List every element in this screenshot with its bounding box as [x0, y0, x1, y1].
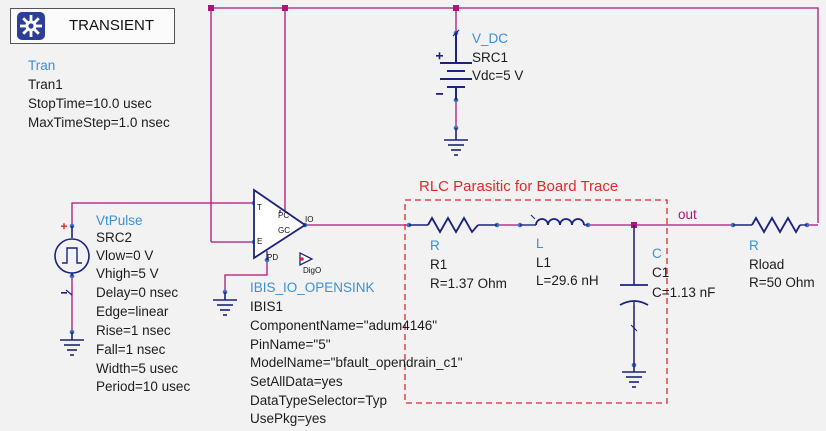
resistor-r1: [409, 216, 497, 234]
vtpulse-type: VtPulse: [96, 213, 143, 228]
junction-dot: [453, 5, 459, 11]
vtpulse-vhigh: Vhigh=5 V: [96, 266, 159, 281]
c1-instance: C1: [652, 265, 670, 280]
transient-instance: Tran1: [28, 77, 63, 92]
transient-title: TRANSIENT: [69, 17, 155, 34]
ibis-model: ModelName="bfault_opendrain_c1": [250, 355, 463, 370]
c1-value: C=1.13 nF: [652, 285, 716, 300]
transient-type: Tran: [28, 58, 56, 73]
l1-instance: L1: [536, 255, 552, 270]
ibis-setall: SetAllData=yes: [250, 374, 343, 389]
battery-icon: [440, 29, 472, 100]
ibis-pin-e: E: [257, 237, 263, 246]
vtpulse-period: Period=10 usec: [96, 379, 191, 394]
junction-dot: [208, 5, 214, 11]
ibis-pin-io: IO: [305, 215, 314, 224]
capacitor-c1: [619, 225, 649, 365]
ibis-usepkg: UsePkg=yes: [250, 411, 327, 426]
vtpulse-instance: SRC2: [96, 230, 133, 245]
rload-value: R=50 Ohm: [749, 275, 815, 290]
digo-label: DigO: [303, 266, 322, 275]
ibis-pin-t: T: [257, 203, 262, 212]
ibis-pin-gc: GC: [278, 226, 290, 235]
ground-icon: [213, 292, 237, 316]
pulse-source-icon: [54, 226, 90, 296]
ibis-pinname: PinName="5": [250, 337, 331, 352]
ibis-type: IBIS_IO_OPENSINK: [250, 280, 375, 295]
inductor-l1: [520, 214, 588, 226]
ibis-component: ComponentName="adum4146": [250, 318, 438, 333]
digo-icon: [299, 251, 314, 267]
ground-icon: [60, 332, 84, 356]
wire-pulse-to-t: [71, 202, 254, 226]
pin-dots: [69, 30, 810, 368]
vdc-value: Vdc=5 V: [472, 68, 524, 83]
rload-instance: Rload: [749, 257, 785, 272]
ground-icon: [622, 365, 646, 388]
wire-top-loop: [210, 7, 819, 242]
pulse-minus: [61, 292, 67, 294]
vtpulse-rise: Rise=1 nsec: [96, 323, 171, 338]
ibis-pin-pc: PC: [278, 211, 290, 220]
wire-pc-to-top: [280, 8, 286, 214]
rload-type: R: [749, 238, 759, 253]
l1-type: L: [536, 236, 544, 251]
vdc-type: V_DC: [472, 31, 509, 46]
transient-stoptime: StopTime=10.0 usec: [28, 96, 152, 111]
resistor-rload: [733, 216, 807, 234]
pulse-polarity: [61, 223, 67, 230]
wire-pd-ground: [224, 260, 268, 292]
ibis-datatype: DataTypeSelector=Typ: [250, 393, 387, 408]
vtpulse-edge: Edge=linear: [96, 304, 169, 319]
rlc-region-box: [404, 199, 668, 404]
vtpulse-delay: Delay=0 nsec: [96, 285, 179, 300]
c1-type: C: [652, 246, 662, 261]
l1-value: L=29.6 nH: [536, 273, 599, 288]
rlc-title: RLC Parasitic for Board Trace: [419, 178, 619, 195]
vdc-instance: SRC1: [472, 50, 509, 65]
junction-dot: [282, 5, 288, 11]
r1-type: R: [430, 238, 440, 253]
r1-value: R=1.37 Ohm: [430, 276, 507, 291]
ibis-pin-pd: PD: [267, 253, 279, 262]
ibis-buffer-icon: [253, 188, 307, 260]
vtpulse-width: Width=5 usec: [96, 361, 179, 376]
ibis-pin-stubs: [266, 210, 281, 260]
gear-icon: [17, 12, 45, 40]
vtpulse-fall: Fall=1 nsec: [96, 342, 166, 357]
r1-instance: R1: [430, 257, 448, 272]
vdc-polarity: [436, 52, 443, 95]
ground-icon: [444, 128, 468, 156]
net-label-out: out: [678, 207, 697, 222]
transient-maxstep: MaxTimeStep=1.0 nsec: [28, 115, 170, 130]
ibis-instance: IBIS1: [250, 299, 284, 314]
vtpulse-vlow: Vlow=0 V: [96, 248, 154, 263]
transient-controller[interactable]: TRANSIENT: [10, 8, 175, 44]
